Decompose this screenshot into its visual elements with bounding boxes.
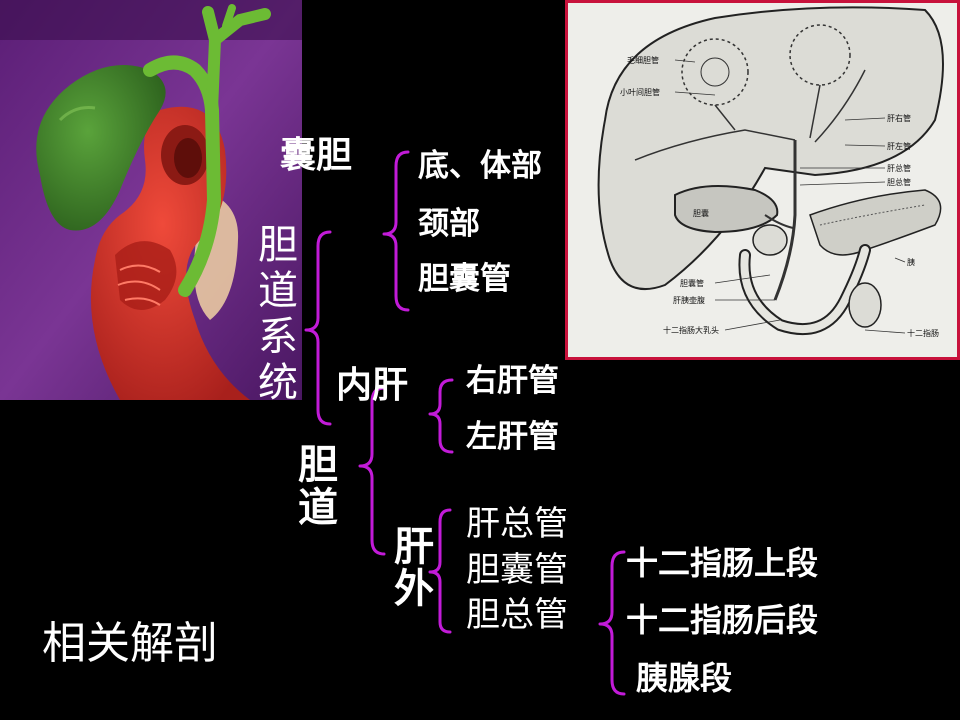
segment-pancreatic: 胰腺段	[636, 659, 733, 697]
slide-title: 相关解剖	[42, 618, 218, 669]
biliary-system-label: 胆道系统	[258, 222, 298, 406]
cystic-duct: 胆囊管	[466, 550, 568, 590]
gb-part-fundus-body: 底、体部	[418, 148, 542, 184]
segment-supraduodenal: 十二指肠上段	[626, 544, 819, 582]
label-common-hepatic: 肝总管	[887, 163, 911, 173]
label-left-hepatic: 肝左管	[887, 141, 911, 151]
left-hepatic-duct: 左肝管	[466, 419, 559, 455]
brace-intrahepatic	[428, 378, 454, 454]
label-interlobular: 小叶间胆管	[620, 87, 660, 97]
bile-duct-label: 胆道	[298, 442, 338, 532]
brace-root	[304, 230, 332, 426]
gb-part-cystic-duct: 胆囊管	[418, 261, 511, 297]
intrahepatic-label: 内肝	[336, 365, 409, 406]
common-hepatic-duct: 肝总管	[466, 504, 568, 544]
right-hepatic-duct: 右肝管	[466, 363, 559, 399]
common-bile-duct: 胆总管	[466, 595, 568, 635]
extrahepatic-label: 肝外	[394, 524, 434, 612]
liver-diagram: 毛细胆管 小叶间胆管 肝右管 肝左管 肝总管 胆总管 胆囊 胰 胆囊管 肝胰壶腹…	[565, 0, 960, 360]
label-right-hepatic: 肝右管	[887, 113, 911, 123]
gallbladder-illustration	[0, 0, 302, 400]
label-common-bile: 胆总管	[887, 177, 911, 187]
gb-part-neck: 颈部	[418, 206, 480, 242]
label-gallbladder: 胆囊	[693, 208, 709, 218]
label-capillary: 毛细胆管	[627, 55, 659, 65]
label-duodenum: 十二指肠	[907, 328, 939, 338]
label-papilla: 十二指肠大乳头	[663, 325, 719, 335]
segment-retroduodenal: 十二指肠后段	[626, 601, 819, 639]
label-ampulla: 肝胰壶腹	[673, 295, 705, 305]
label-cystic: 胆囊管	[680, 278, 704, 288]
brace-bile-duct	[358, 386, 386, 556]
gallbladder-label: 囊胆	[280, 135, 353, 176]
label-pancreas: 胰	[907, 257, 915, 267]
brace-segments	[598, 550, 626, 696]
brace-gallbladder	[382, 150, 410, 312]
